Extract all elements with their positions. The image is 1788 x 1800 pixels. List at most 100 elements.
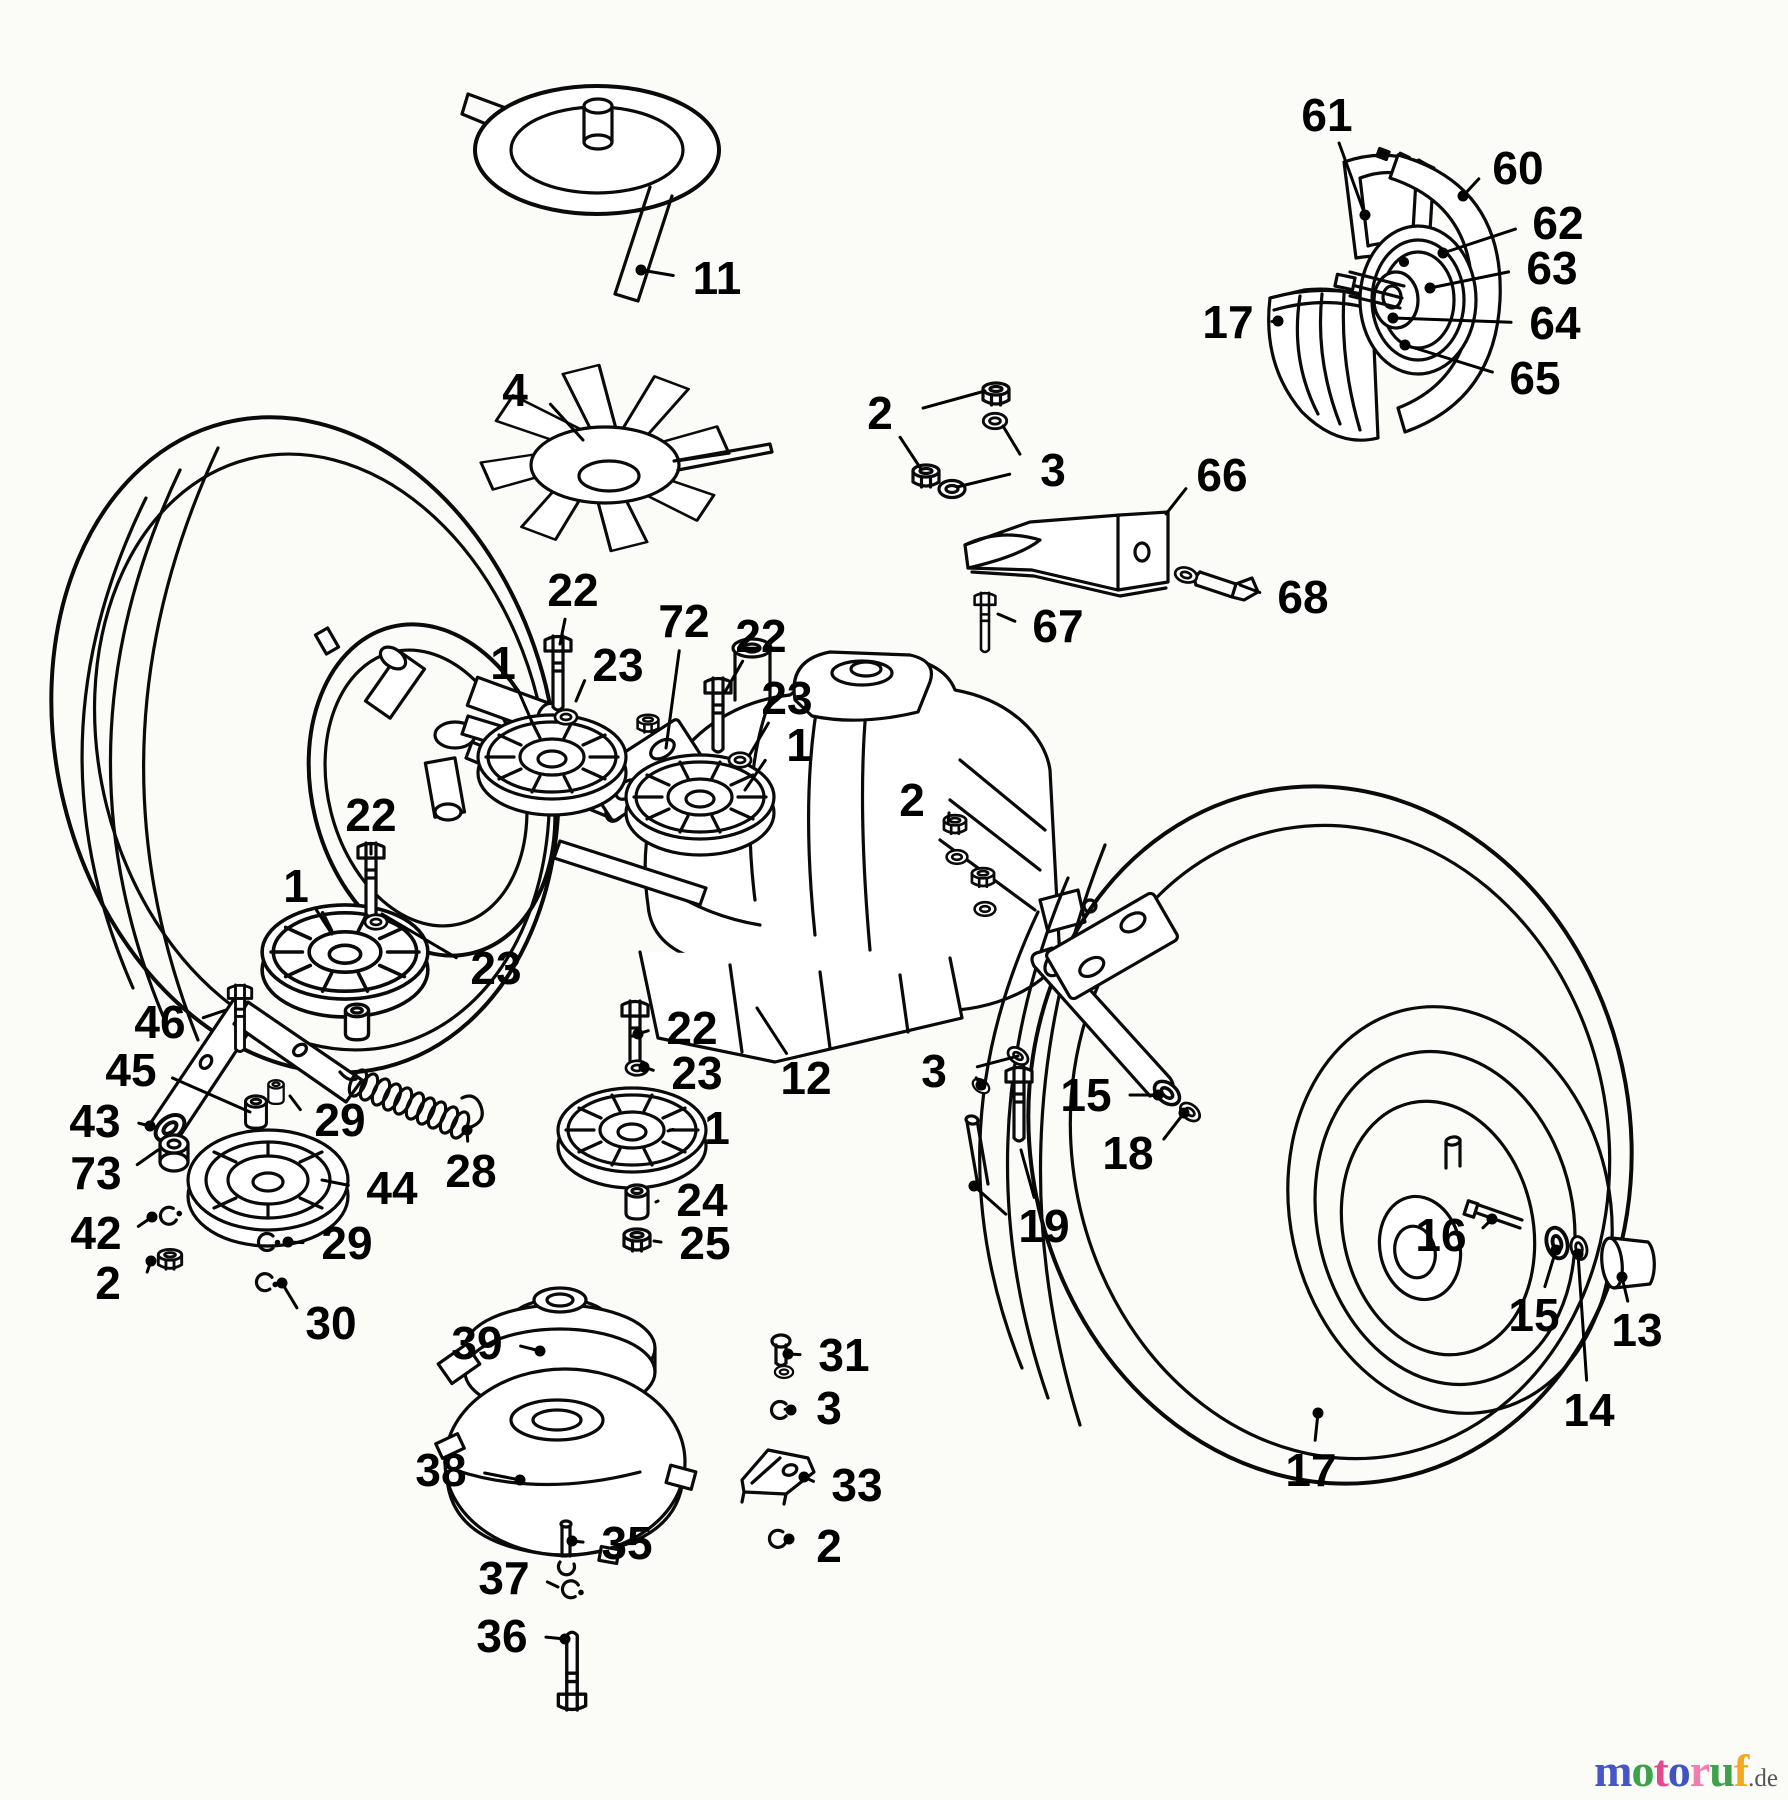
pin-35 bbox=[556, 1519, 577, 1577]
leader-dot bbox=[782, 1348, 794, 1360]
leader-dot bbox=[1178, 1107, 1190, 1119]
callout-label-68: 68 bbox=[1277, 571, 1328, 623]
callout-label-4: 4 bbox=[502, 364, 528, 416]
motoruf-logo-word: motoruf bbox=[1594, 1745, 1749, 1796]
leader-line bbox=[1403, 343, 1494, 374]
leader-line bbox=[545, 1580, 560, 1589]
leader-dot bbox=[1457, 190, 1469, 202]
leader-line bbox=[747, 721, 770, 758]
leader-dot bbox=[1359, 209, 1371, 221]
leader-dot bbox=[1312, 1407, 1324, 1419]
callout-label-44: 44 bbox=[366, 1162, 418, 1214]
leader-dot bbox=[1272, 315, 1284, 327]
leader-line bbox=[666, 1127, 675, 1133]
mount-plate-right bbox=[1045, 891, 1179, 1001]
damper-pulley-3 bbox=[260, 903, 430, 1019]
leader-dot bbox=[559, 1633, 571, 1645]
callout-label-24: 24 bbox=[676, 1174, 728, 1226]
callout-label-30: 30 bbox=[305, 1297, 356, 1349]
leader-line bbox=[1391, 316, 1513, 324]
leader-line bbox=[975, 1054, 1020, 1069]
callout-label-61: 61 bbox=[1301, 89, 1352, 141]
callout-label-31: 31 bbox=[818, 1329, 869, 1381]
callout-label-23: 23 bbox=[470, 942, 521, 994]
callout-label-42: 42 bbox=[70, 1207, 121, 1259]
leader-dot bbox=[798, 1471, 810, 1483]
callout-label-66: 66 bbox=[1196, 449, 1247, 501]
leader-line bbox=[516, 688, 534, 724]
leader-line bbox=[548, 402, 585, 442]
hardware-top-nuts bbox=[911, 381, 1011, 500]
washer-row bbox=[945, 848, 969, 866]
motoruf-logo[interactable]: motoruf.de bbox=[1594, 1748, 1778, 1794]
callout-label-1: 1 bbox=[704, 1102, 730, 1154]
leader-dot bbox=[146, 1211, 158, 1223]
reservoir bbox=[792, 650, 933, 722]
clip-30 bbox=[253, 1270, 282, 1295]
logo-letter: m bbox=[1594, 1745, 1632, 1796]
callout-label-37: 37 bbox=[478, 1552, 529, 1604]
callout-label-29: 29 bbox=[321, 1217, 372, 1269]
leader-dot bbox=[461, 1124, 473, 1136]
callout-label-43: 43 bbox=[69, 1095, 120, 1147]
callout-label-22: 22 bbox=[666, 1002, 717, 1054]
callout-label-3: 3 bbox=[816, 1382, 842, 1434]
screw-31 bbox=[770, 1333, 795, 1380]
leader-dot bbox=[632, 1028, 644, 1040]
leader-dot bbox=[1399, 339, 1411, 351]
shift-tower bbox=[731, 637, 773, 702]
clutch-body-38 bbox=[434, 1342, 698, 1566]
callout-label-11: 11 bbox=[693, 252, 742, 304]
leader-line bbox=[654, 1199, 660, 1204]
logo-letter: u bbox=[1709, 1745, 1735, 1796]
callout-label-2: 2 bbox=[95, 1257, 121, 1309]
callout-label-35: 35 bbox=[601, 1517, 652, 1569]
callout-label-60: 60 bbox=[1492, 142, 1543, 194]
callout-label-45: 45 bbox=[105, 1044, 156, 1096]
leader-dot bbox=[534, 1345, 546, 1357]
leader-line bbox=[1337, 141, 1367, 217]
logo-letter: o bbox=[1631, 1745, 1654, 1796]
leader-dot bbox=[968, 1180, 980, 1192]
leader-line bbox=[1428, 270, 1511, 290]
bushing-73 bbox=[158, 1133, 190, 1173]
callout-label-3: 3 bbox=[1040, 444, 1066, 496]
leader-line bbox=[921, 389, 987, 410]
callout-label-28: 28 bbox=[445, 1145, 496, 1197]
logo-letter: f bbox=[1733, 1745, 1749, 1796]
right-rim bbox=[1286, 1005, 1614, 1415]
leader-dot bbox=[514, 1474, 526, 1486]
leader-dot bbox=[276, 1277, 288, 1289]
leader-dot bbox=[282, 1236, 294, 1248]
drive-belt-pulley bbox=[460, 84, 721, 303]
pin-19 bbox=[964, 1114, 990, 1188]
callout-label-17: 17 bbox=[1285, 1444, 1336, 1496]
leader-line bbox=[1238, 583, 1262, 595]
callout-label-18: 18 bbox=[1102, 1127, 1153, 1179]
leader-line bbox=[1001, 424, 1022, 456]
callout-label-2: 2 bbox=[899, 774, 925, 826]
electric-clutch bbox=[434, 1286, 698, 1712]
callout-label-2: 2 bbox=[867, 387, 893, 439]
callout-label-65: 65 bbox=[1509, 352, 1560, 404]
leader-dot bbox=[1486, 1213, 1498, 1225]
leader-dot bbox=[975, 1079, 987, 1091]
leader-line bbox=[320, 1178, 350, 1187]
leader-dot bbox=[638, 1061, 650, 1073]
hub-stud bbox=[1444, 1135, 1462, 1170]
idler-assembly bbox=[148, 983, 484, 1295]
callout-label-23: 23 bbox=[592, 639, 643, 691]
callout-label-38: 38 bbox=[415, 1444, 466, 1496]
callout-label-63: 63 bbox=[1526, 242, 1577, 294]
pulley-hub bbox=[582, 97, 614, 151]
leader-line bbox=[946, 811, 951, 825]
callout-label-46: 46 bbox=[134, 996, 185, 1048]
leader-dot bbox=[1387, 312, 1399, 324]
leader-line bbox=[1441, 227, 1517, 255]
leader-line bbox=[664, 649, 681, 750]
bracket-66 bbox=[963, 510, 1170, 598]
leader-dot bbox=[1550, 1244, 1562, 1256]
washer-3b bbox=[937, 478, 967, 500]
